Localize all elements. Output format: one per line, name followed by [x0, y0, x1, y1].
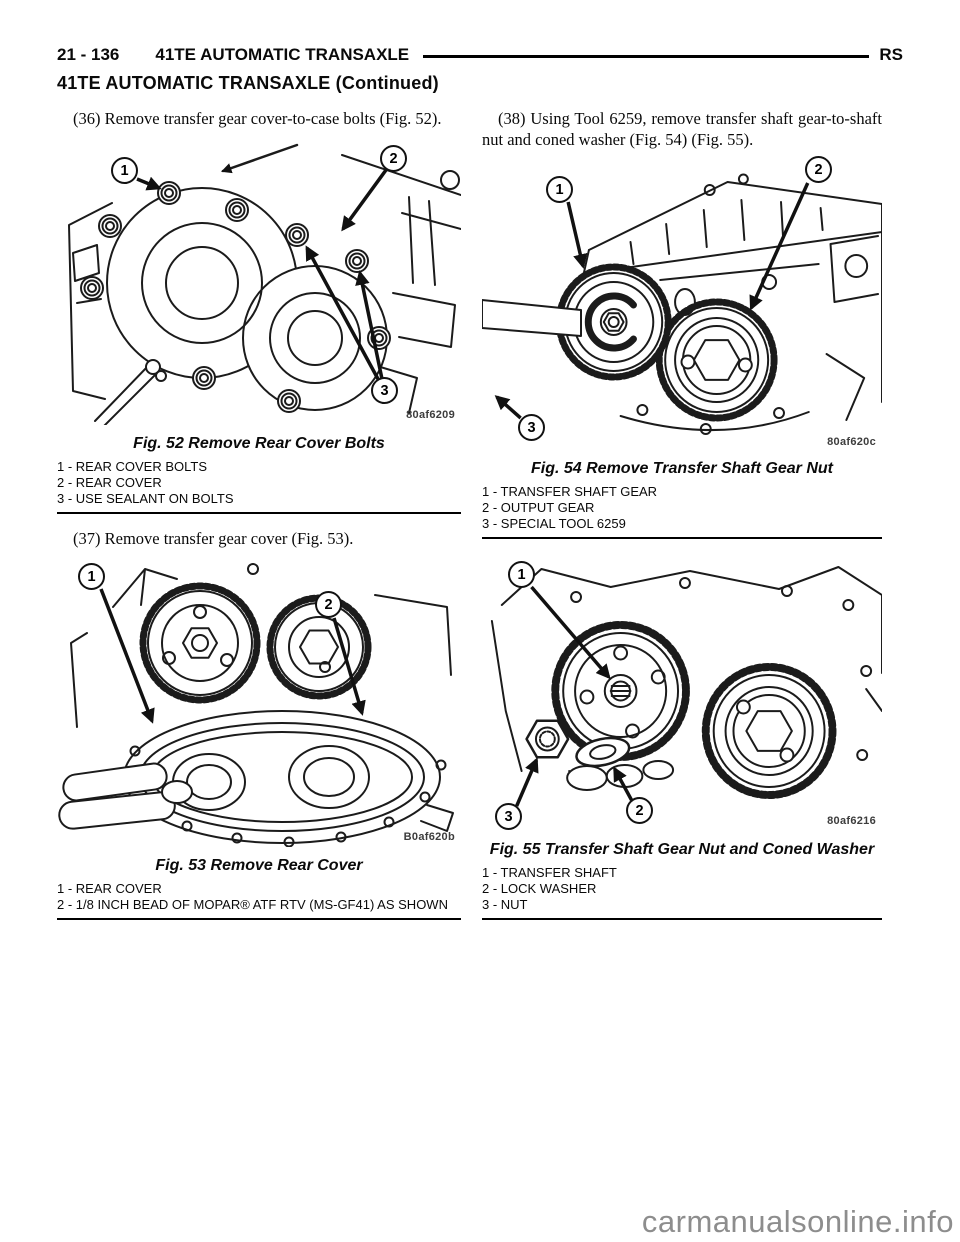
fig55-caption: Fig. 55 Transfer Shaft Gear Nut and Cone…	[489, 841, 875, 858]
fig55-legend-item: 3 - NUT	[482, 897, 528, 912]
fig54-legend-item: 2 - OUTPUT GEAR	[482, 500, 595, 515]
fig54-legend-item: 3 - SPECIAL TOOL 6259	[482, 516, 626, 531]
header-region-code: RS	[879, 45, 903, 64]
fig54-legend: 1 - TRANSFER SHAFT GEAR 2 - OUTPUT GEAR …	[482, 484, 882, 532]
figure-54: 1 2 3 80af620c	[482, 152, 882, 452]
legend-divider	[57, 512, 461, 514]
fig55-legend-item: 2 - LOCK WASHER	[482, 881, 597, 896]
fig55-legend-item: 1 - TRANSFER SHAFT	[482, 865, 617, 880]
fig52-image-code: 80af6209	[406, 409, 455, 421]
fig52-callout-3: 3	[371, 377, 398, 404]
left-column: (36) Remove transfer gear cover-to-case …	[57, 108, 461, 920]
fig52-callout-2: 2	[380, 145, 407, 172]
legend-divider	[57, 918, 461, 920]
fig55-legend: 1 - TRANSFER SHAFT 2 - LOCK WASHER 3 - N…	[482, 865, 882, 913]
fig54-caption: Fig. 54 Remove Transfer Shaft Gear Nut	[530, 460, 833, 477]
fig53-legend: 1 - REAR COVER 2 - 1/8 INCH BEAD OF MOPA…	[57, 881, 461, 913]
page-number: 21 - 136	[57, 45, 120, 64]
fig52-legend-item: 3 - USE SEALANT ON BOLTS	[57, 491, 234, 506]
header-rule	[423, 54, 870, 58]
figure-53: 1 2 B0af620b	[57, 555, 461, 847]
fig53-line-art	[58, 563, 454, 847]
fig54-image-code: 80af620c	[827, 436, 876, 448]
fig52-legend-item: 1 - REAR COVER BOLTS	[57, 459, 208, 474]
fig53-callout-1: 1	[78, 563, 105, 590]
fig55-callout-3: 3	[495, 803, 522, 830]
watermark-text: carmanualsonline.info	[641, 1204, 954, 1239]
fig54-callout-3: 3	[518, 414, 545, 441]
fig52-legend-item: 2 - REAR COVER	[57, 475, 162, 490]
fig55-callout-2: 2	[626, 797, 653, 824]
fig55-callout-1: 1	[508, 561, 535, 588]
fig52-callout-1: 1	[111, 157, 138, 184]
fig52-line-art	[68, 143, 461, 425]
fig53-image-code: B0af620b	[403, 831, 455, 843]
figure-55: 1 2 3 80af6216	[482, 549, 882, 831]
fig53-callout-2: 2	[315, 591, 342, 618]
legend-divider	[482, 537, 882, 539]
figure-52: 1 2 3 80af6209	[57, 133, 461, 425]
right-column: (38) Using Tool 6259, remove transfer sh…	[482, 108, 882, 920]
fig55-image-code: 80af6216	[827, 815, 876, 827]
legend-divider	[482, 918, 882, 920]
fig52-legend: 1 - REAR COVER BOLTS 2 - REAR COVER 3 - …	[57, 459, 461, 507]
header-title: 41TE AUTOMATIC TRANSAXLE	[155, 45, 410, 64]
fig54-callout-2: 2	[805, 156, 832, 183]
fig54-line-art	[482, 173, 882, 435]
step-38-text: (38) Using Tool 6259, remove transfer sh…	[482, 109, 882, 149]
fig54-callout-1: 1	[546, 176, 573, 203]
fig53-legend-item: 1 - REAR COVER	[57, 881, 162, 896]
section-continued-title: 41TE AUTOMATIC TRANSAXLE (Continued)	[57, 73, 439, 93]
fig52-caption: Fig. 52 Remove Rear Cover Bolts	[133, 435, 385, 452]
step-37-text: (37) Remove transfer gear cover (Fig. 53…	[73, 529, 354, 548]
step-36-text: (36) Remove transfer gear cover-to-case …	[73, 109, 442, 128]
fig53-caption: Fig. 53 Remove Rear Cover	[155, 857, 363, 874]
fig53-legend-item: 2 - 1/8 INCH BEAD OF MOPAR® ATF RTV (MS-…	[57, 897, 448, 912]
page-header: 21 - 136 41TE AUTOMATIC TRANSAXLE RS	[57, 45, 903, 65]
fig55-line-art	[490, 566, 882, 807]
fig54-legend-item: 1 - TRANSFER SHAFT GEAR	[482, 484, 658, 499]
